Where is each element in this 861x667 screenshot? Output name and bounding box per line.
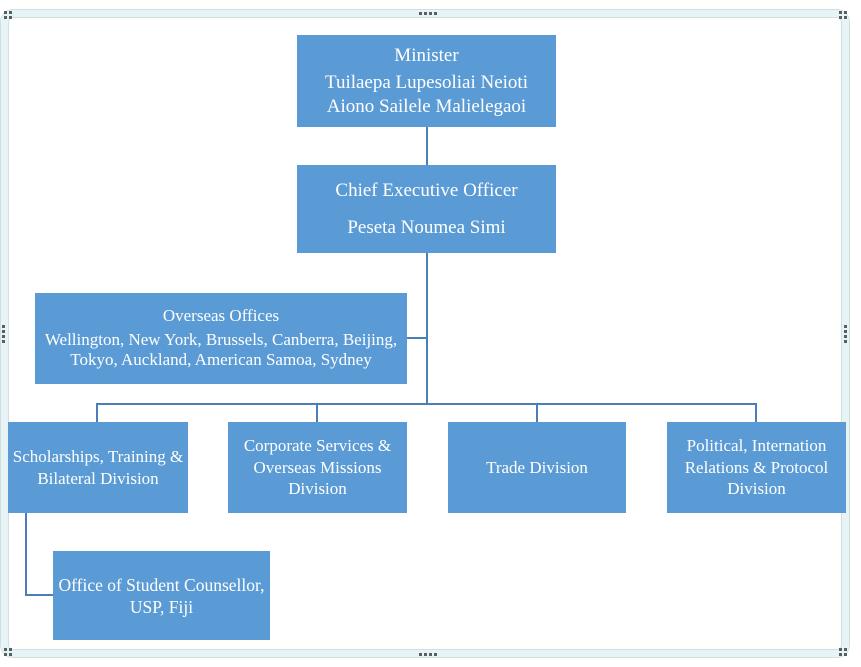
org-node-trade-division[interactable]: Trade Division [448, 422, 626, 513]
division-label: Corporate Services & Overseas Missions D… [243, 436, 392, 499]
org-node-corporate-services-division[interactable]: Corporate Services & Overseas Missions D… [228, 422, 407, 513]
connector-stub-trade [536, 403, 538, 423]
org-node-minister[interactable]: Minister Tuilaepa Lupesoliai Neioti Aion… [297, 35, 556, 127]
resize-handle-bottom-center[interactable] [419, 653, 437, 656]
ceo-name: Peseta Noumea Simi [347, 216, 506, 238]
resize-handle-left-middle[interactable] [2, 325, 5, 343]
minister-name: Tuilaepa Lupesoliai Neioti Aiono Sailele… [325, 71, 528, 117]
resize-handle-top-left[interactable] [4, 11, 12, 19]
division-label: Political, Internation Relations & Proto… [684, 436, 829, 499]
resize-handle-right-middle[interactable] [844, 325, 847, 343]
connector-stub-political [755, 403, 757, 423]
connector-elbow-office-horizontal [25, 594, 53, 596]
connector-divisions-horizontal [96, 403, 757, 405]
resize-handle-bottom-right[interactable] [839, 648, 847, 656]
org-node-scholarships-division[interactable]: Scholarships, Training & Bilateral Divis… [8, 422, 188, 513]
resize-handle-top-center[interactable] [419, 12, 437, 15]
overseas-locations: Wellington, New York, Brussels, Canberra… [44, 329, 398, 370]
connector-minister-ceo [426, 127, 428, 165]
division-label: Scholarships, Training & Bilateral Divis… [12, 447, 184, 488]
division-label: Trade Division [486, 457, 588, 477]
org-node-political-division[interactable]: Political, Internation Relations & Proto… [667, 422, 846, 513]
org-node-ceo[interactable]: Chief Executive Officer Peseta Noumea Si… [297, 165, 556, 253]
resize-handle-top-right[interactable] [839, 11, 847, 19]
connector-overseas-offices [407, 337, 427, 339]
resize-handle-bottom-left[interactable] [4, 648, 12, 656]
connector-elbow-office-vertical [25, 513, 27, 596]
connector-ceo-divisions [426, 253, 428, 404]
org-node-overseas-offices[interactable]: Overseas Offices Wellington, New York, B… [35, 293, 407, 384]
office-label: Office of Student Counsellor, USP, Fiji [58, 574, 265, 617]
overseas-title: Overseas Offices [162, 306, 280, 326]
connector-stub-corporate [316, 403, 318, 423]
minister-title: Minister [394, 44, 459, 66]
ceo-title: Chief Executive Officer [335, 179, 518, 201]
connector-stub-scholarships [96, 403, 98, 423]
org-node-student-counsellor-office[interactable]: Office of Student Counsellor, USP, Fiji [53, 551, 270, 640]
